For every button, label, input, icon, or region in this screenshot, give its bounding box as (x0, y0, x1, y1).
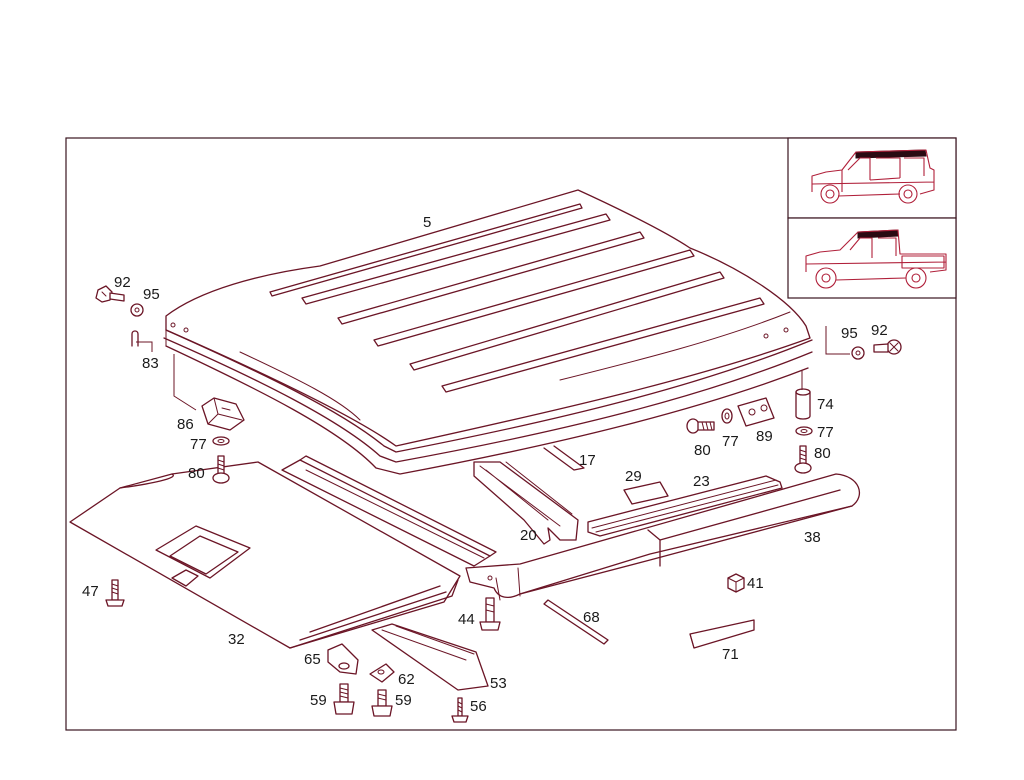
end-trim-strip (689, 619, 755, 649)
callout-92-left: 92 (114, 274, 131, 291)
bolt-set (95, 285, 902, 723)
callout-65: 65 (304, 651, 321, 668)
callout-89: 89 (756, 428, 773, 445)
callout-95-left: 95 (143, 286, 160, 303)
trim-strip (543, 445, 585, 471)
callout-32: 32 (228, 631, 245, 648)
callout-47: 47 (82, 583, 99, 600)
callout-62: 62 (398, 671, 415, 688)
callout-17: 17 (579, 452, 596, 469)
center-rail (281, 455, 497, 567)
small-cap (727, 573, 745, 593)
callout-86: 86 (177, 416, 194, 433)
drip-strip (587, 475, 783, 537)
callout-83: 83 (142, 355, 159, 372)
vehicle-thumbnails (787, 137, 957, 299)
callout-74: 74 (817, 396, 834, 413)
callout-labels: 5 92 95 83 86 77 80 95 92 74 80 77 89 77… (82, 214, 888, 715)
callout-80-right: 80 (814, 445, 831, 462)
callout-68: 68 (583, 609, 600, 626)
short-wheelbase-vehicle-icon (811, 149, 935, 204)
mount-block (201, 397, 245, 431)
callout-77-right: 77 (817, 424, 834, 441)
washer-set (130, 303, 865, 446)
seal-pad (623, 481, 669, 505)
leader-lines (136, 326, 850, 411)
callout-44: 44 (458, 611, 475, 628)
callout-56: 56 (470, 698, 487, 715)
callout-20: 20 (520, 527, 537, 544)
callout-77-left: 77 (190, 436, 207, 453)
sealing-strip (371, 623, 489, 691)
side-roof-rail (465, 473, 861, 601)
mounting-bracket (327, 643, 395, 683)
callout-41: 41 (747, 575, 764, 592)
retaining-clip (131, 330, 139, 347)
callout-29: 29 (625, 468, 642, 485)
callout-38: 38 (804, 529, 821, 546)
diagram-frame (65, 137, 957, 731)
callout-80-mid: 80 (694, 442, 711, 459)
callout-80-left: 80 (188, 465, 205, 482)
callout-59-right: 59 (395, 692, 412, 709)
sealing-strip-lines (381, 625, 475, 661)
callout-71: 71 (722, 646, 739, 663)
side-roof-panel (69, 461, 461, 649)
thumbnail-frame-top (787, 137, 957, 219)
roof-panel (163, 189, 813, 475)
callout-59-left: 59 (310, 692, 327, 709)
callout-92-right: 92 (871, 322, 888, 339)
roof-bracket (473, 461, 579, 545)
spacer-sleeve (795, 388, 811, 420)
cover-strip (543, 599, 609, 645)
callout-5: 5 (423, 214, 431, 231)
crew-cab-pickup-icon (805, 229, 947, 289)
callout-53: 53 (490, 675, 507, 692)
hinge-bracket (737, 397, 775, 427)
callout-77-mid: 77 (722, 433, 739, 450)
callout-23: 23 (693, 473, 710, 490)
callout-95-right: 95 (841, 325, 858, 342)
